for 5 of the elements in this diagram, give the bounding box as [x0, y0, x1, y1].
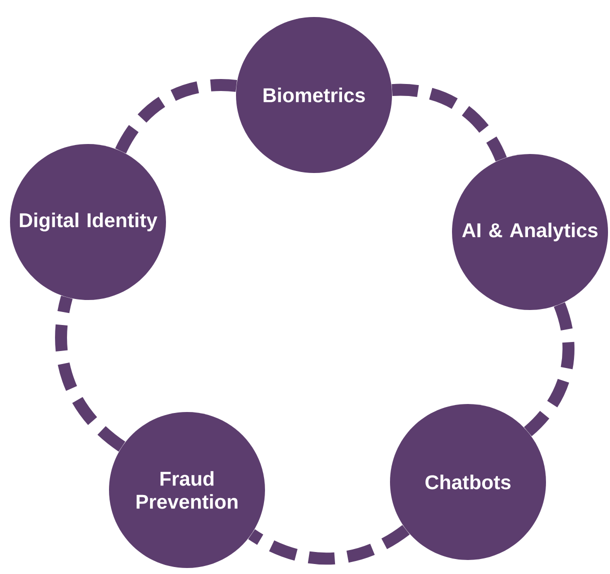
dashed-connector — [524, 302, 574, 436]
dashed-connector — [55, 296, 126, 452]
dashed-connector — [115, 79, 237, 154]
dashed-connector — [392, 84, 507, 162]
dashed-connector — [248, 524, 410, 565]
